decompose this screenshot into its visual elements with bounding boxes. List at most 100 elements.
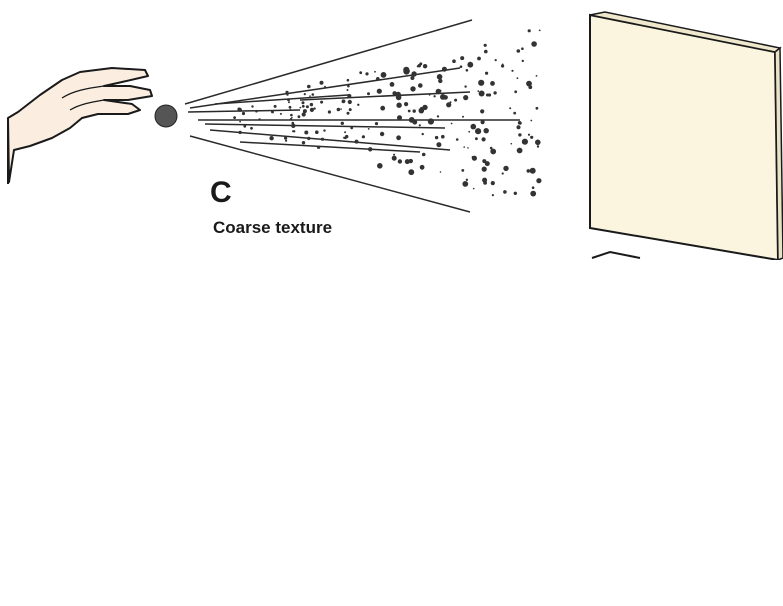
spray-particle [483, 43, 487, 47]
spray-particle [420, 106, 423, 110]
spray-particle [422, 63, 428, 69]
spray-particle [233, 116, 237, 119]
spray-particle [521, 47, 524, 50]
spray-fan [184, 19, 520, 213]
spray-particle [452, 59, 456, 63]
spray-particle [530, 135, 534, 139]
spray-particle [285, 90, 289, 94]
panel-letter: C [210, 176, 232, 209]
spray-particle [286, 93, 289, 96]
spray-particle [485, 71, 489, 75]
spray-particle [418, 83, 423, 88]
spray-particle [316, 145, 321, 149]
spray-particle [290, 113, 293, 117]
spray-particle [460, 56, 465, 61]
spray-particle [368, 147, 373, 152]
spray-particle [293, 130, 296, 133]
spray-particle [530, 190, 537, 197]
illustration-canvas [7, 11, 783, 260]
spray-particle [513, 111, 517, 115]
spray-particle [471, 155, 477, 161]
spray-particle [269, 136, 274, 141]
spray-particle [439, 89, 442, 93]
spray-particle [288, 101, 290, 104]
spray-particle [440, 94, 446, 100]
spray-particle [477, 56, 481, 61]
spray-particle [403, 66, 410, 73]
spray-particle [441, 134, 445, 139]
spray-particle [324, 85, 326, 88]
spray-particle [404, 159, 410, 165]
spray-particle [518, 133, 522, 137]
spray-particle [301, 104, 305, 108]
spray-particle [297, 115, 301, 119]
spray-particle [418, 124, 421, 127]
spray-particle [311, 93, 315, 96]
spray-particle [346, 111, 350, 115]
spray-particle [421, 152, 426, 157]
spray-particle [377, 163, 383, 169]
spray-particle [302, 109, 307, 114]
spray-particle [480, 120, 485, 125]
spray-particle [396, 135, 401, 141]
spray-particle [395, 94, 402, 101]
spray-particle [484, 161, 490, 167]
spray-particle [389, 82, 395, 87]
spray-particle [271, 110, 274, 114]
spray-particle [304, 130, 309, 135]
spray-particle [347, 93, 352, 99]
spray-particle [489, 146, 493, 150]
spray-particle [411, 71, 417, 77]
spray-particle [530, 119, 533, 122]
spray-particle [407, 109, 411, 113]
spray-particle [374, 122, 379, 126]
spray-particle [446, 102, 452, 108]
spray-particle [323, 129, 326, 132]
spray-particle [359, 71, 363, 75]
spray-particle [526, 80, 532, 87]
spray-particle [493, 91, 497, 95]
spray-particle [516, 49, 521, 53]
spray-particle [376, 77, 380, 81]
spray-particle [347, 99, 352, 105]
spray-particle [397, 115, 402, 121]
spray-particle [412, 119, 418, 125]
panel-caption: Coarse texture [213, 218, 333, 237]
spray-particle [509, 107, 512, 110]
spray-particle [380, 72, 387, 78]
spray-particle [465, 69, 469, 72]
spray-particle [468, 130, 471, 133]
spray-particle [237, 107, 242, 112]
spray-particle [392, 91, 397, 96]
spray-particle [478, 90, 485, 97]
spray-particle [438, 78, 443, 84]
spray-particle [379, 131, 385, 137]
spray-particle [347, 84, 350, 88]
hand-icon [7, 67, 153, 184]
spray-particle [309, 107, 314, 112]
spray-particle [463, 95, 469, 101]
spray-particle [346, 89, 349, 91]
spray-particle [291, 116, 293, 119]
spray-particle [391, 155, 397, 161]
spray-particle [483, 128, 489, 134]
spray-particle [527, 133, 531, 136]
spray-particle [467, 147, 469, 149]
spray-particle [535, 139, 541, 146]
spray-particle [319, 80, 324, 85]
spray-particle [450, 122, 453, 125]
spray-particle [421, 132, 424, 136]
spray-particle [521, 138, 529, 145]
spray-particle [365, 72, 369, 76]
spray-particle [348, 108, 352, 112]
spray-particle [376, 88, 382, 94]
spray-particle [459, 65, 463, 68]
spray-particle [535, 75, 538, 77]
spray-particle [301, 101, 305, 105]
spray-particle [503, 165, 509, 172]
spray-particle [470, 123, 477, 130]
spray-particle [344, 131, 347, 134]
spray-particle [462, 115, 464, 118]
spray-particle [428, 93, 431, 96]
spray-particle [367, 127, 370, 130]
